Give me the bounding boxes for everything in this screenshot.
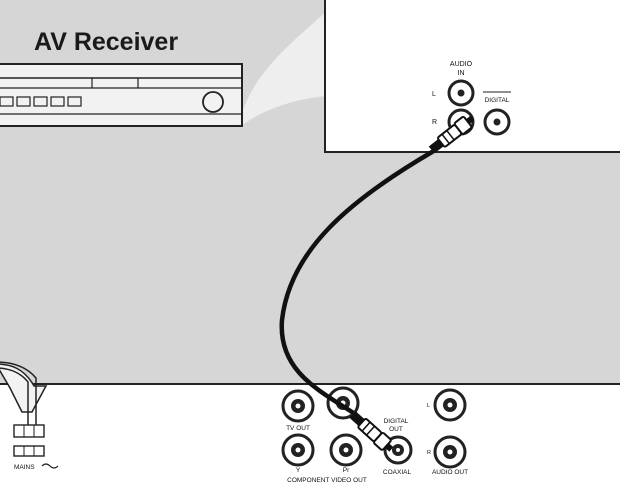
audio-out-right-label: R <box>427 450 431 456</box>
audio-in-label: AUDIO <box>450 61 473 68</box>
audio-in-sublabel: IN <box>458 70 465 77</box>
volume-knob <box>202 91 224 113</box>
zoom-wedge <box>238 12 326 128</box>
digital-in-jack <box>483 108 511 136</box>
digital-out-sublabel: OUT <box>389 426 403 433</box>
receiver-button <box>0 96 14 107</box>
cable-plug-bottom <box>349 411 394 452</box>
av-receiver <box>0 63 243 127</box>
receiver-button <box>33 96 48 107</box>
mains-socket-lower <box>13 445 45 457</box>
ac-symbol-icon <box>41 463 59 469</box>
audio-out-left-label: L <box>427 403 430 409</box>
audio-out-left-jack <box>433 388 467 422</box>
tv-out-label: TV OUT <box>286 425 310 432</box>
mains-plug-housing <box>0 363 48 413</box>
audio-out-label: AUDIO OUT <box>432 469 468 476</box>
left-channel-label: L <box>432 91 436 98</box>
component-y-jack <box>281 433 315 467</box>
right-channel-label: R <box>432 119 437 126</box>
mains-label: MAINS <box>14 464 35 471</box>
component-video-out-label: COMPONENT VIDEO OUT <box>287 477 367 484</box>
audio-in-left-jack <box>447 79 475 107</box>
receiver-title: AV Receiver <box>34 28 178 56</box>
receiver-button <box>50 96 65 107</box>
audio-out-right-jack <box>433 435 467 469</box>
coaxial-label: COAXIAL <box>383 469 412 476</box>
coaxial-cable <box>279 115 475 452</box>
player-back-panel: MAINS TV OUT Y Pr COMPONENT VI <box>0 361 620 488</box>
component-pr-jack <box>329 433 363 467</box>
tv-out-jack <box>281 389 315 423</box>
component-pr-label: Pr <box>343 467 350 474</box>
component-y-label: Y <box>296 467 301 474</box>
receiver-button <box>16 96 31 107</box>
receiver-back-panel: AUDIO IN L R DIGITAL <box>324 0 620 153</box>
digital-out-label: DIGITAL <box>384 418 409 425</box>
coaxial-out-jack <box>383 435 413 465</box>
digital-in-label: DIGITAL <box>485 97 510 104</box>
receiver-button <box>67 96 82 107</box>
mains-socket <box>13 424 45 438</box>
cable-plug-top <box>428 115 475 154</box>
